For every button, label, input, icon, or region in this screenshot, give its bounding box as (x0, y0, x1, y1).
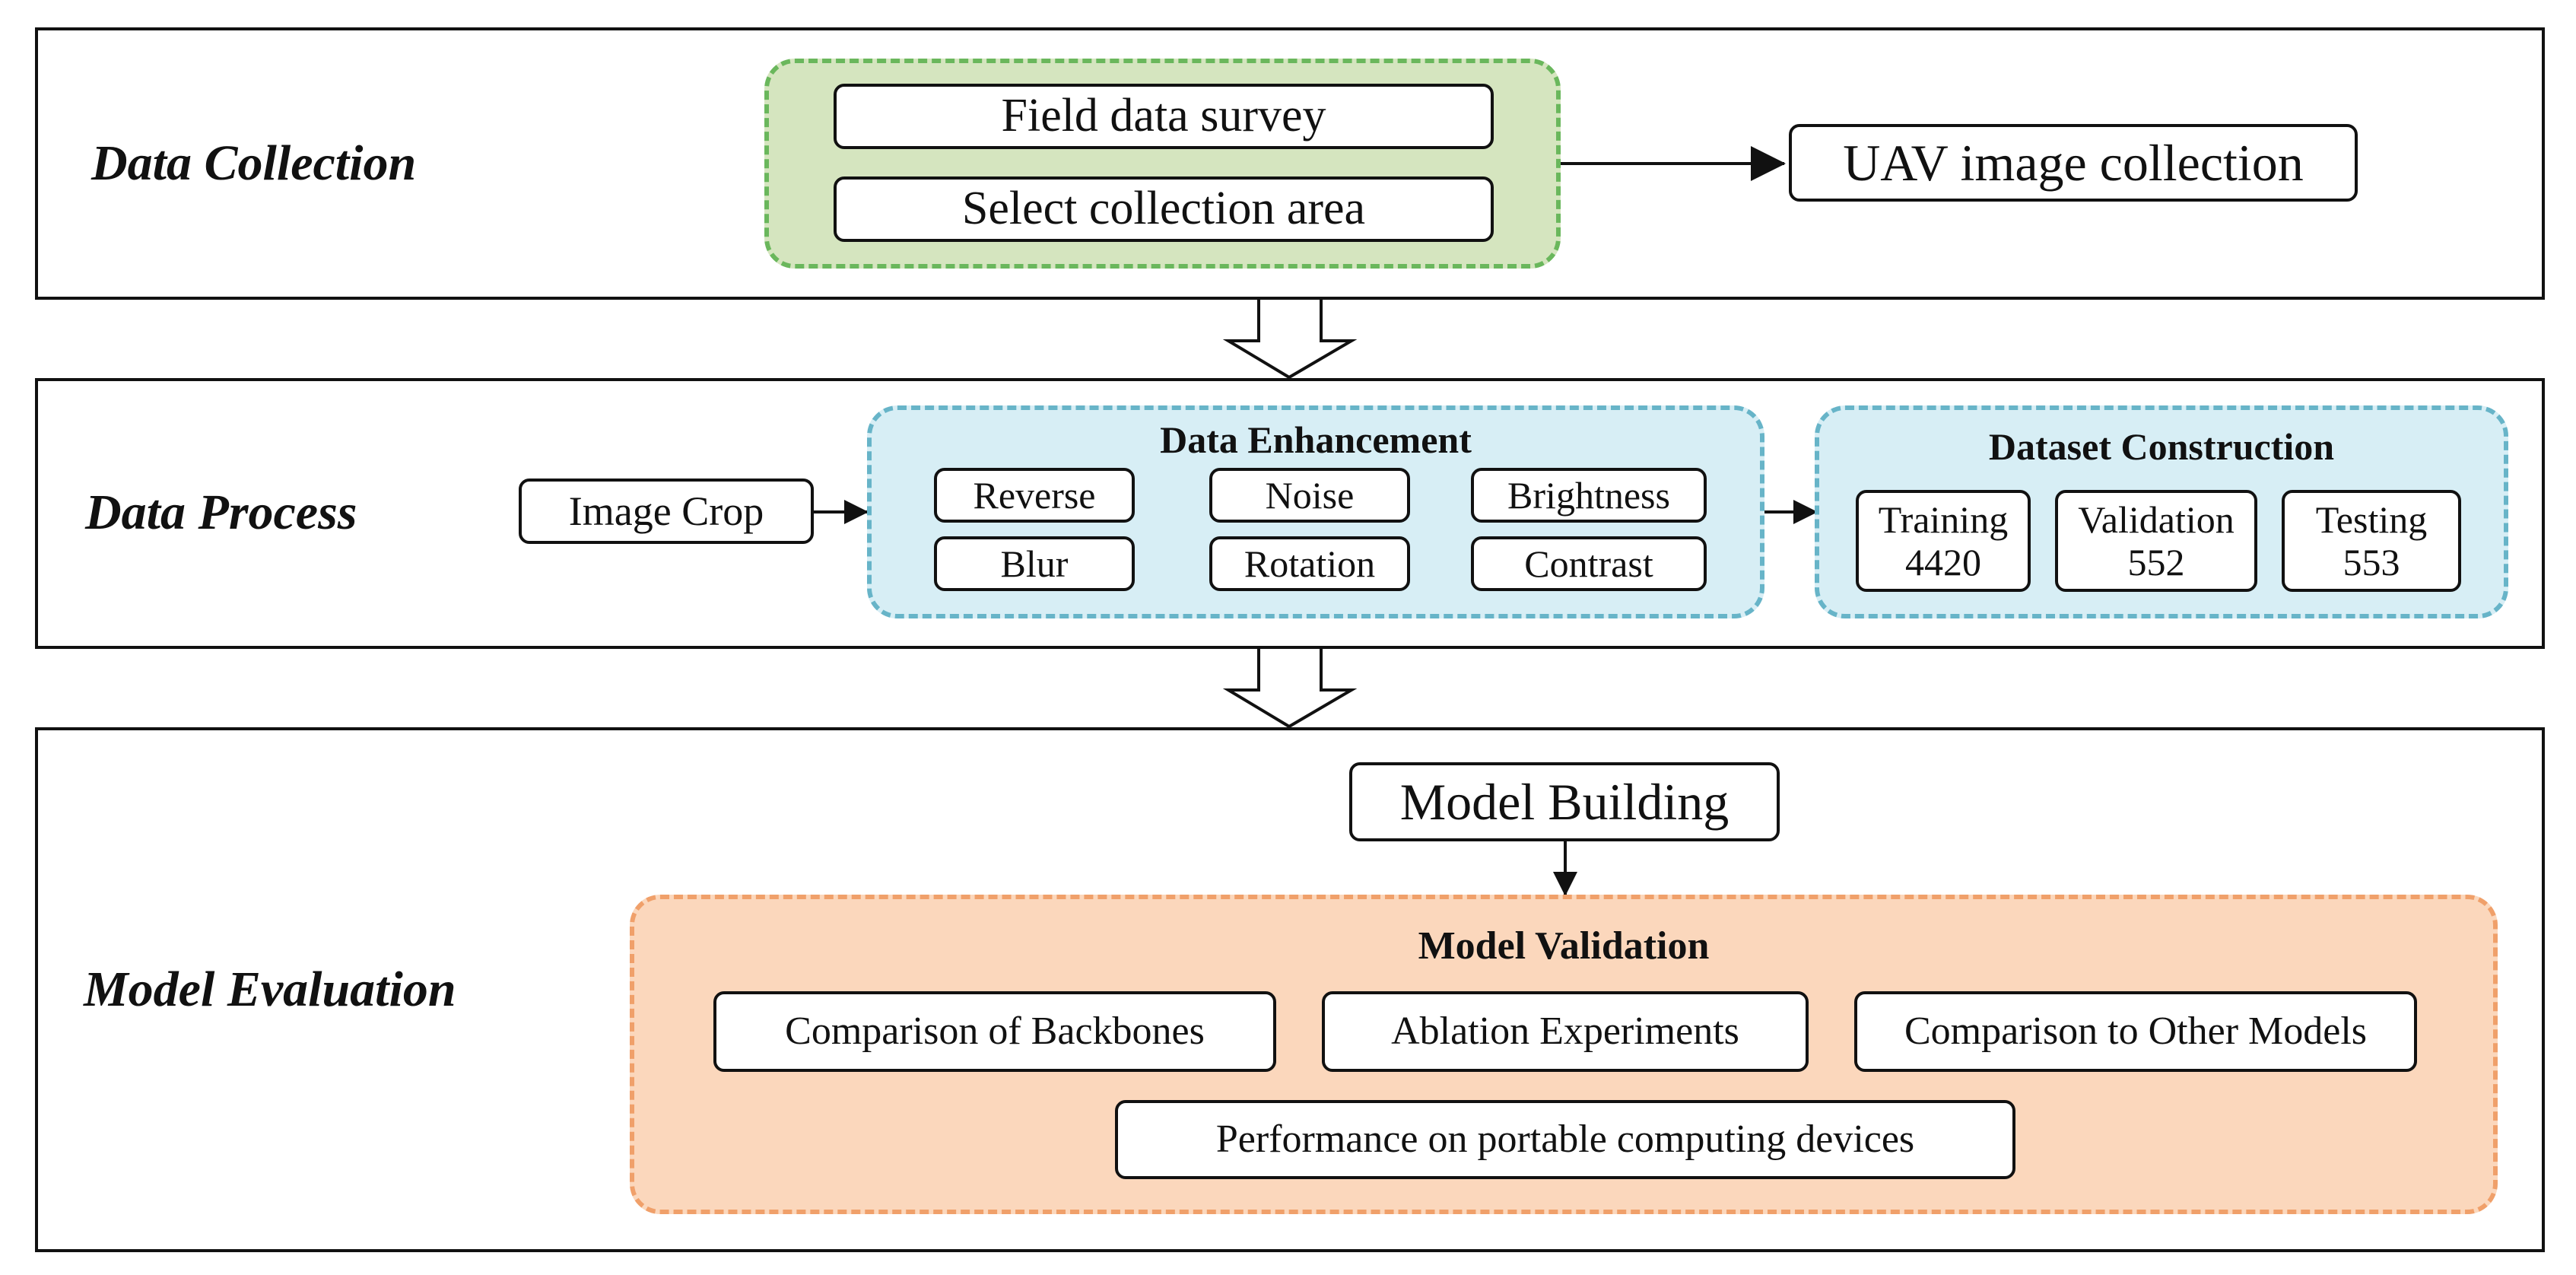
stage-title-model-evaluation: Model Evaluation (84, 962, 456, 1017)
enhancement-item-rotation: Rotation (1209, 536, 1410, 591)
select-collection-area-box: Select collection area (834, 176, 1494, 242)
split-validation-label: Validation (2078, 498, 2235, 541)
split-testing-count: 553 (2343, 541, 2400, 583)
enhancement-item-brightness: Brightness (1471, 468, 1707, 523)
split-testing-label: Testing (2315, 498, 2428, 541)
dataset-construction-title: Dataset Construction (1988, 425, 2335, 468)
split-validation-box: Validation 552 (2055, 490, 2257, 592)
model-validation-title: Model Validation (1418, 924, 1710, 968)
model-building-box: Model Building (1349, 762, 1780, 841)
split-training-count: 4420 (1905, 541, 1981, 583)
field-data-survey-box: Field data survey (834, 84, 1494, 149)
block-arrow-process-to-evaluation-shape (1222, 649, 1358, 729)
enhancement-item-reverse: Reverse (934, 468, 1135, 523)
split-testing-box: Testing 553 (2282, 490, 2461, 592)
validation-item-other-models: Comparison to Other Models (1854, 991, 2417, 1072)
split-training-label: Training (1878, 498, 2009, 541)
stage-title-data-process: Data Process (85, 485, 357, 540)
uav-image-collection-box: UAV image collection (1789, 124, 2358, 202)
validation-item-backbones: Comparison of Backbones (713, 991, 1276, 1072)
stage-title-data-collection: Data Collection (91, 135, 417, 191)
split-validation-count: 552 (2127, 541, 2185, 583)
enhancement-item-blur: Blur (934, 536, 1135, 591)
enhancement-item-noise: Noise (1209, 468, 1410, 523)
enhancement-item-contrast: Contrast (1471, 536, 1707, 591)
validation-item-portable-devices: Performance on portable computing device… (1115, 1100, 2015, 1179)
split-training-box: Training 4420 (1856, 490, 2031, 592)
image-crop-box: Image Crop (519, 479, 814, 544)
data-enhancement-title: Data Enhancement (1160, 418, 1472, 461)
validation-item-ablation: Ablation Experiments (1322, 991, 1809, 1072)
